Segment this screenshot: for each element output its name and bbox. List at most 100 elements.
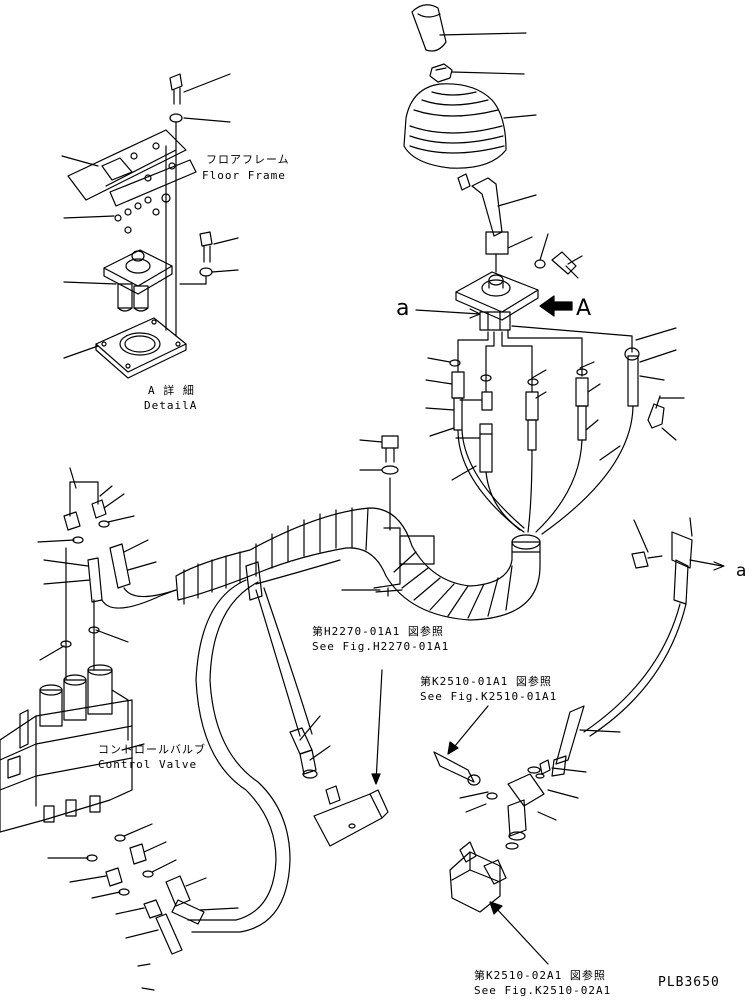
leader-cvb-2 <box>143 841 167 853</box>
leader-boot <box>503 114 537 119</box>
ref3-arrowhead <box>489 901 503 915</box>
floor-frame-label-en: Floor Frame <box>202 169 286 182</box>
leader-tube-r <box>635 327 677 341</box>
leader-cv-6 <box>43 559 89 567</box>
leader-knob <box>439 32 527 36</box>
tee-fitting <box>479 423 493 473</box>
cv-top-fittings <box>60 481 177 681</box>
leader-fit-5 <box>535 391 547 399</box>
callout-a-left: a <box>396 296 410 321</box>
lever-boot <box>403 83 507 169</box>
leader-cvb-4 <box>69 875 107 883</box>
leader-conn-2 <box>689 517 693 537</box>
pilot-tubes <box>457 325 633 393</box>
leader-fit-11 <box>661 427 677 441</box>
leader-cvb-1 <box>123 823 153 837</box>
hose-bundle <box>175 507 541 621</box>
leader-fit-2 <box>425 407 455 411</box>
detail-bolt-2 <box>179 231 213 285</box>
view-a-arrow <box>539 295 573 317</box>
ref1-leader <box>375 669 383 783</box>
arrow-a-left-head <box>469 308 481 319</box>
ref2-arrowhead <box>447 741 459 755</box>
leader-cvb-6 <box>185 877 207 887</box>
lever-nut <box>429 63 453 83</box>
detail-a-label-en: DetailA <box>144 399 198 412</box>
leader-hose-end-2 <box>309 745 331 761</box>
leader-cv-4 <box>107 515 135 523</box>
leader-fit-9 <box>639 375 665 381</box>
leader-fit-8 <box>639 349 677 363</box>
leader-fit-6 <box>587 383 601 393</box>
control-valve-label-jp: コントロールバルブ <box>98 743 206 756</box>
lever-rod <box>457 173 509 273</box>
leader-oring-4 <box>579 361 595 369</box>
solenoid-block <box>313 785 389 847</box>
leader-floor-1 <box>61 155 99 167</box>
leader-washer <box>539 233 549 261</box>
leader-clamp-bolt <box>359 439 383 443</box>
ref2-leader <box>449 705 489 753</box>
hoses-to-bundle <box>457 405 634 535</box>
leader-cvb-8 <box>199 907 239 911</box>
leader-cvb-12 <box>141 987 155 991</box>
detail-bolt <box>165 73 183 337</box>
leader-rod-base <box>507 236 533 249</box>
bundle-clamp <box>373 527 435 597</box>
callout-a-right: a <box>736 561 747 581</box>
leader-detail-valve <box>63 281 117 285</box>
elbow-fitting <box>486 766 545 850</box>
leader-detail-bolt <box>183 73 231 93</box>
leader-cv-11 <box>95 629 129 643</box>
pilot-valve <box>455 271 539 331</box>
lever-knob <box>411 4 447 52</box>
leader-cv-3 <box>103 493 125 509</box>
drawing-number: PLB3650 <box>658 975 720 990</box>
ref3-label-en: See Fig.K2510-02A1 <box>474 984 612 997</box>
leader-conn-1 <box>633 519 649 553</box>
leader-cvb-9 <box>115 907 145 915</box>
leader-hose-end-1 <box>299 715 321 741</box>
right-connector <box>583 531 725 737</box>
detail-pilot-valve <box>103 249 173 312</box>
clamp-bolt <box>381 435 399 531</box>
leader-elbow-1 <box>547 789 579 799</box>
hose-end-fitting <box>289 727 318 779</box>
floor-frame-label-jp: フロアフレーム <box>206 153 290 166</box>
detail-plate <box>95 317 187 379</box>
leader-elbow-4 <box>465 803 487 813</box>
leader-cvb-11 <box>137 963 151 967</box>
ref1-label-en: See Fig.H2270-01A1 <box>312 640 450 653</box>
leader-fit-3 <box>429 427 455 437</box>
leader-cv-1 <box>69 467 77 489</box>
leader-cv-8 <box>123 539 149 553</box>
leader-rod <box>497 194 537 207</box>
leader-nut <box>451 71 525 75</box>
leader-detail-washer <box>183 117 231 123</box>
leader-detail-bolt2 <box>213 237 239 245</box>
control-valve <box>0 664 133 833</box>
leader-cv-9 <box>127 561 157 571</box>
leader-cv-2 <box>99 485 113 497</box>
cv-bottom-fittings <box>86 834 205 955</box>
leader-floor-2 <box>63 215 115 219</box>
leader-oring-3 <box>531 369 547 379</box>
leader-bolt <box>567 255 583 265</box>
leader-sender-1 <box>579 729 621 733</box>
leader-cvb-10 <box>125 929 159 939</box>
ref1-arrowhead <box>371 773 381 785</box>
ref3-switch <box>449 841 507 913</box>
leader-cvb-5 <box>151 859 177 873</box>
leader-detail-washer2 <box>211 269 239 273</box>
ref2-label-en: See Fig.K2510-01A1 <box>420 690 558 703</box>
leader-hose-l <box>451 465 477 481</box>
leader-fit-7 <box>585 419 599 431</box>
ref3-label-jp: 第K2510-02A1 図参照 <box>474 969 606 982</box>
leader-elbow-3 <box>459 791 489 799</box>
hose-fittings-top <box>451 347 665 451</box>
leader-cvb-7 <box>91 891 121 899</box>
leader-oring-1 <box>427 357 451 363</box>
leader-fit-1 <box>425 379 453 385</box>
leader-cv-7 <box>43 579 91 585</box>
